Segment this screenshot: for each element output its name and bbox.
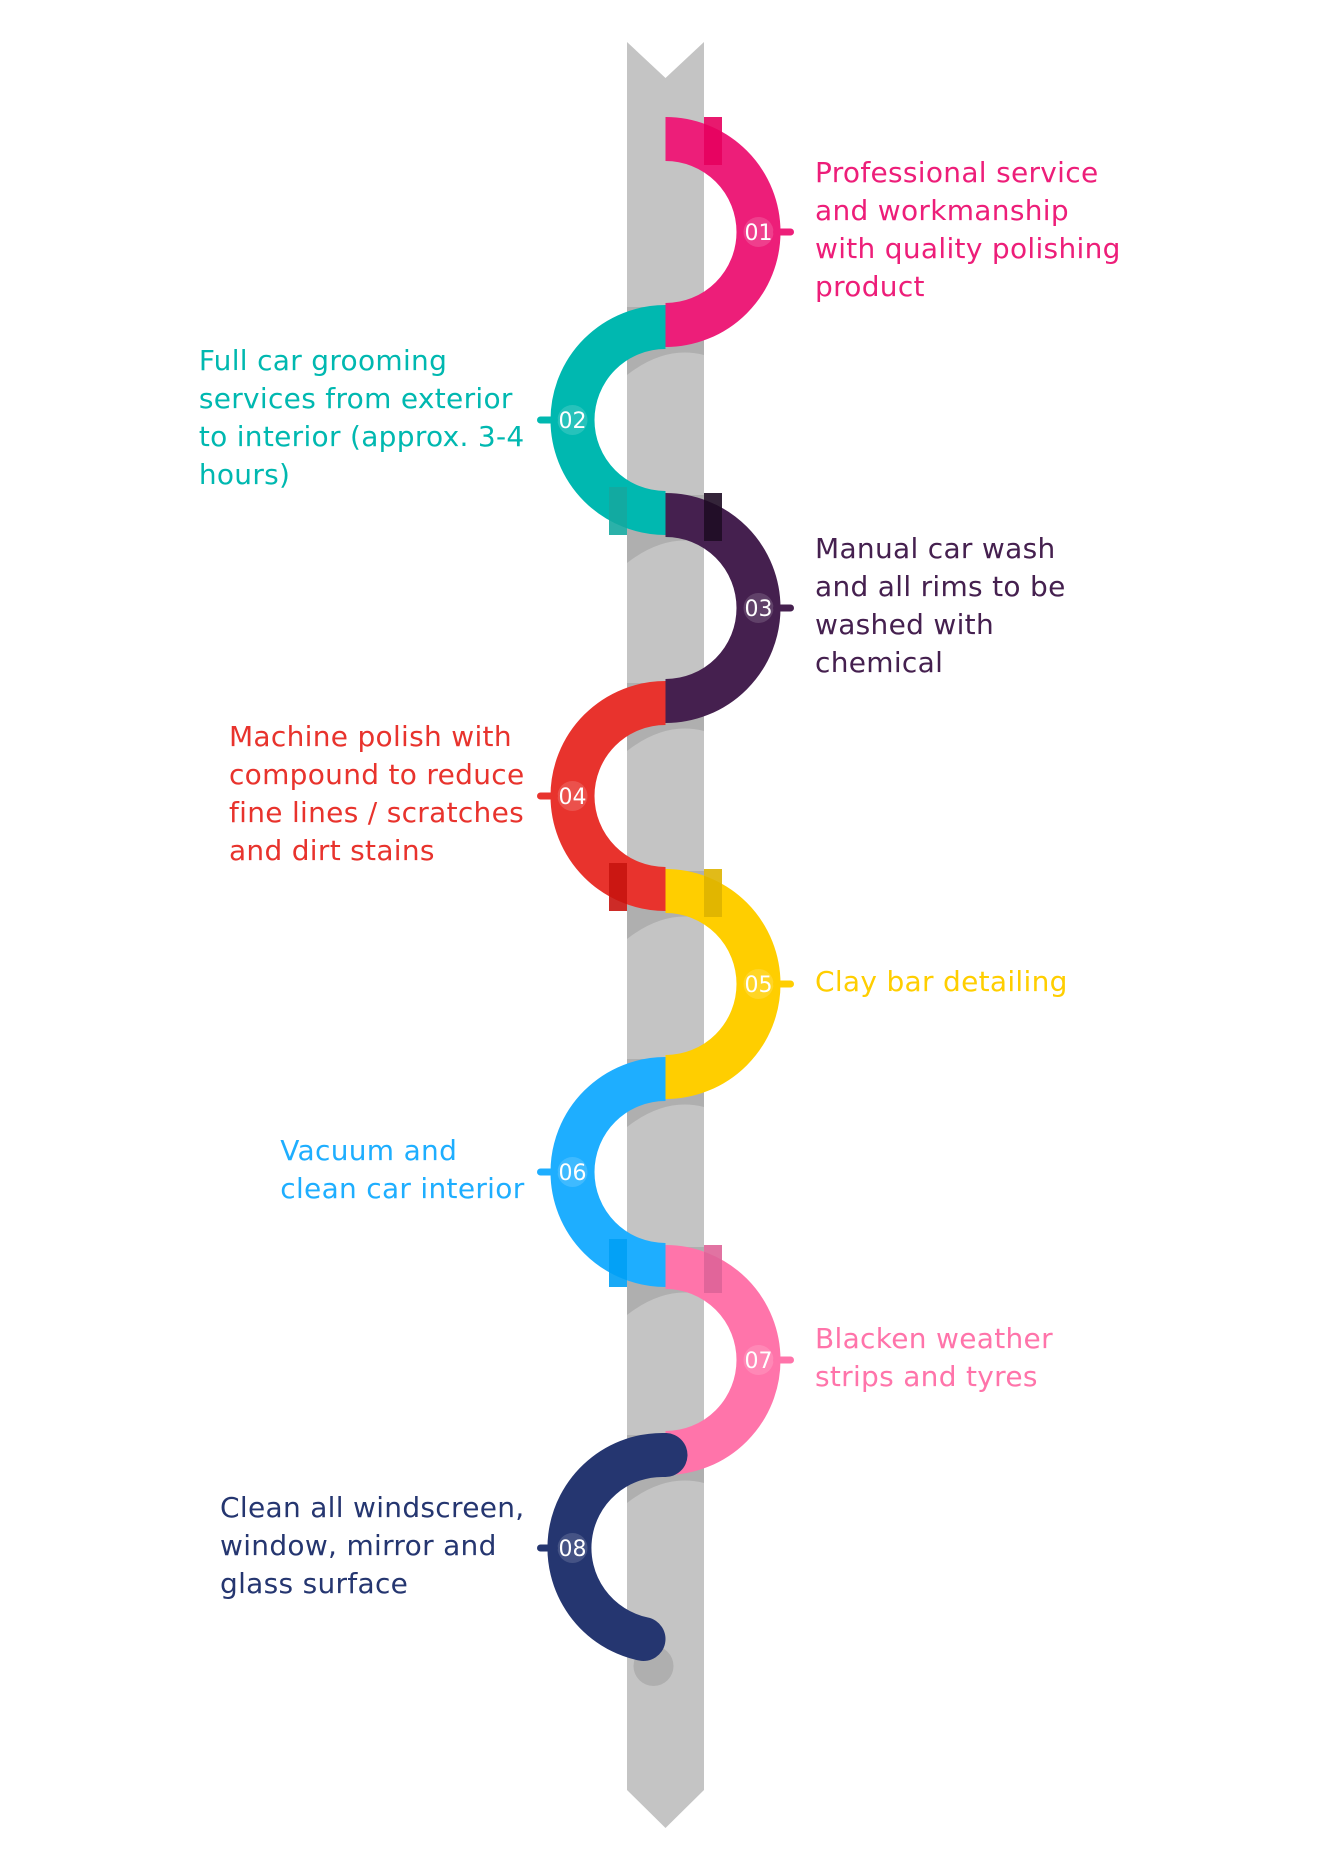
description-line: with quality polishing <box>815 232 1121 265</box>
description-line: Professional service <box>815 156 1099 189</box>
step-03 <box>664 493 781 723</box>
step-number: 07 <box>745 1349 773 1374</box>
description-line: to interior (approx. 3-4 <box>198 420 525 453</box>
spine-arrow <box>627 42 704 1828</box>
arc-shade <box>609 1239 627 1287</box>
arc-shade <box>609 487 627 535</box>
description-line: services from exterior <box>198 382 513 415</box>
step-description: Clean all windscreen, window, mirror and g… <box>220 1489 524 1603</box>
arc-shade <box>704 117 722 165</box>
description-line: Machine polish with <box>228 720 512 753</box>
description-line: strips and tyres <box>815 1360 1038 1393</box>
description-line: and dirt stains <box>228 834 435 867</box>
description-line: chemical <box>815 646 944 679</box>
description-line: glass surface <box>220 1567 409 1600</box>
step-number: 04 <box>559 785 587 810</box>
step-description: Blacken weather strips and tyres <box>815 1320 1053 1396</box>
arc-shade <box>704 869 722 917</box>
arc-segment <box>547 1432 688 1661</box>
number-badge <box>743 217 774 247</box>
number-badge <box>557 405 588 435</box>
step-02 <box>550 305 667 535</box>
step-05 <box>664 869 781 1099</box>
description-line: and workmanship <box>815 194 1069 227</box>
step-description: Machine polish with compound to reduce fin… <box>229 718 525 870</box>
description-line: washed with <box>815 608 994 641</box>
step-number: 03 <box>745 597 773 622</box>
description-line: clean car interior <box>280 1172 525 1205</box>
step-01 <box>664 117 781 347</box>
description-line: product <box>815 270 925 303</box>
step-description: Vacuum and clean car interior <box>280 1132 524 1208</box>
number-badge <box>557 781 588 811</box>
step-number: 05 <box>745 973 773 998</box>
step-number: 02 <box>559 409 587 434</box>
description-line: Blacken weather <box>815 1322 1053 1355</box>
number-badge <box>557 1157 588 1187</box>
number-badge <box>557 1533 588 1563</box>
step-number: 06 <box>559 1161 587 1186</box>
step-08 <box>547 1432 688 1661</box>
number-badge <box>743 593 774 623</box>
description-line: hours) <box>198 458 291 491</box>
number-badge <box>743 1345 774 1375</box>
number-badge <box>743 969 774 999</box>
step-06 <box>550 1057 667 1287</box>
description-line: Manual car wash <box>815 532 1056 565</box>
description-line: Clay bar detailing <box>815 965 1068 998</box>
description-line: and all rims to be <box>815 570 1066 603</box>
arc-shade <box>704 493 722 541</box>
step-description: Professional service and workmanship with … <box>815 154 1121 306</box>
description-line: window, mirror and <box>220 1529 497 1562</box>
timeline-arcs <box>547 117 781 1661</box>
description-line: compound to reduce <box>228 758 525 791</box>
description-line: fine lines / scratches <box>228 796 525 829</box>
description-line: Clean all windscreen, <box>220 1491 525 1524</box>
step-description: Manual car wash and all rims to be washed … <box>815 530 1066 682</box>
arc-shade <box>704 1245 722 1293</box>
description-line: Full car grooming <box>198 344 448 377</box>
step-number-labels: 01 02 03 04 05 06 07 08 <box>537 217 794 1563</box>
arc-shade <box>609 863 627 911</box>
step-07 <box>664 1245 781 1475</box>
step-description: Full car grooming services from exterior t… <box>199 342 525 494</box>
step-description: Clay bar detailing <box>815 963 1068 1001</box>
step-04 <box>550 681 667 911</box>
timeline-spine <box>627 42 704 1828</box>
description-line: Vacuum and <box>280 1134 458 1167</box>
step-number: 01 <box>745 221 773 246</box>
step-number: 08 <box>559 1537 587 1562</box>
